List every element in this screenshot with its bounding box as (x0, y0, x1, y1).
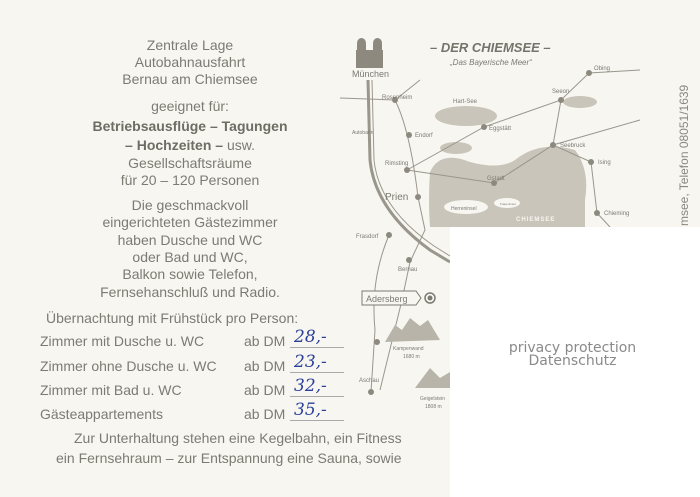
price-value: 28,- (290, 327, 344, 348)
place-label: Aschau (359, 378, 379, 384)
place-label: 1680 m (403, 354, 420, 360)
adersberg-signpost: Adersberg (361, 290, 436, 306)
feature-line: oder Bad und WC, (132, 249, 248, 265)
feature-line: für 20 – 120 Personen (120, 172, 260, 188)
privacy-text: privacy protection (508, 340, 637, 356)
intro-line: Zentrale Lage (146, 37, 234, 53)
price-value: 23,- (290, 352, 344, 373)
place-label: Adersberg (366, 294, 408, 304)
place-label: Seeon (552, 89, 569, 95)
feature-line: Balkon sowie Telefon, (122, 266, 258, 282)
privacy-text: Datenschutz (528, 353, 617, 369)
price-prefix: ab DM (244, 382, 286, 398)
map-subtitle: „Das Bayerische Meer“ (449, 58, 532, 67)
price-prefix: ab DM (244, 358, 286, 374)
place-label: Geigelstein (420, 396, 445, 402)
place-label: Frasdorf (356, 234, 379, 240)
place-label: Herreninsel (451, 206, 477, 212)
room-type: Zimmer mit Dusche u. WC (40, 333, 205, 349)
telephone-text: msee, Telefon 08051/1639 (677, 84, 691, 226)
place-label: Ising (598, 160, 611, 166)
intro-line: Autobahnausfahrt (134, 54, 246, 70)
town-dots (368, 70, 600, 395)
place-label: Seebruck (560, 143, 586, 149)
feature-line: Gesellschaftsräume (128, 155, 252, 171)
intro-line: geeignet für: (151, 98, 229, 114)
place-label: Obing (594, 66, 610, 72)
privacy-watermark: privacy protection Datenschutz (500, 340, 645, 369)
privacy-mask (450, 227, 700, 497)
highlight-line: Betriebsausflüge – Tagungen (92, 118, 288, 134)
place-label: 1808 m (425, 404, 442, 410)
feature-line: eingerichteten Gästezimmer (102, 214, 278, 230)
intro-line: Bernau am Chiemsee (122, 71, 258, 87)
price-value: 32,- (290, 376, 344, 397)
prices-heading: Übernachtung mit Frühstück pro Person: (46, 310, 299, 326)
place-label: München (352, 69, 389, 79)
room-type: Zimmer mit Bad u. WC (40, 382, 182, 398)
room-type: Gästeappartements (40, 406, 163, 422)
place-label: Eggstätt (489, 126, 511, 132)
map-title: – DER CHIEMSEE – (430, 40, 551, 55)
highlight-text: – Hochzeiten – (125, 137, 224, 153)
feature-line: haben Dusche und WC (117, 232, 263, 248)
price-prefix: ab DM (244, 333, 286, 349)
place-label: Chieming (604, 211, 629, 217)
highlight-line: – Hochzeiten – usw. (30, 137, 350, 153)
place-label: Gstadt (487, 176, 505, 182)
place-label: Prien (385, 192, 408, 203)
place-label: Endorf (415, 133, 433, 139)
mountain-icon (415, 368, 450, 388)
footer-line: ein Fernsehraum – zur Entspannung eine S… (56, 450, 402, 466)
place-label: Rosenheim (382, 95, 412, 101)
footer-line: Zur Unterhaltung stehen eine Kegelbahn, … (74, 430, 402, 446)
place-label: Autobahn (352, 130, 374, 136)
place-label: Rimsting (385, 161, 408, 167)
mountain-icon (385, 318, 440, 342)
islands (444, 198, 520, 214)
lake-label: CHIEMSEE (516, 217, 555, 223)
price-value: 35,- (290, 400, 344, 421)
place-label: Hart-See (453, 99, 478, 105)
highlight-suffix: usw. (223, 137, 255, 153)
feature-line: Fernsehanschluß und Radio. (100, 284, 280, 300)
feature-line: Die geschmackvoll (131, 197, 249, 213)
room-type: Zimmer ohne Dusche u. WC (40, 358, 217, 374)
price-prefix: ab DM (244, 406, 286, 422)
place-label: Bernau (398, 267, 417, 273)
place-label: Kampenwand (393, 346, 424, 352)
place-label: Fraueninsel (500, 202, 516, 206)
munich-frauenkirche-icon (356, 38, 383, 68)
